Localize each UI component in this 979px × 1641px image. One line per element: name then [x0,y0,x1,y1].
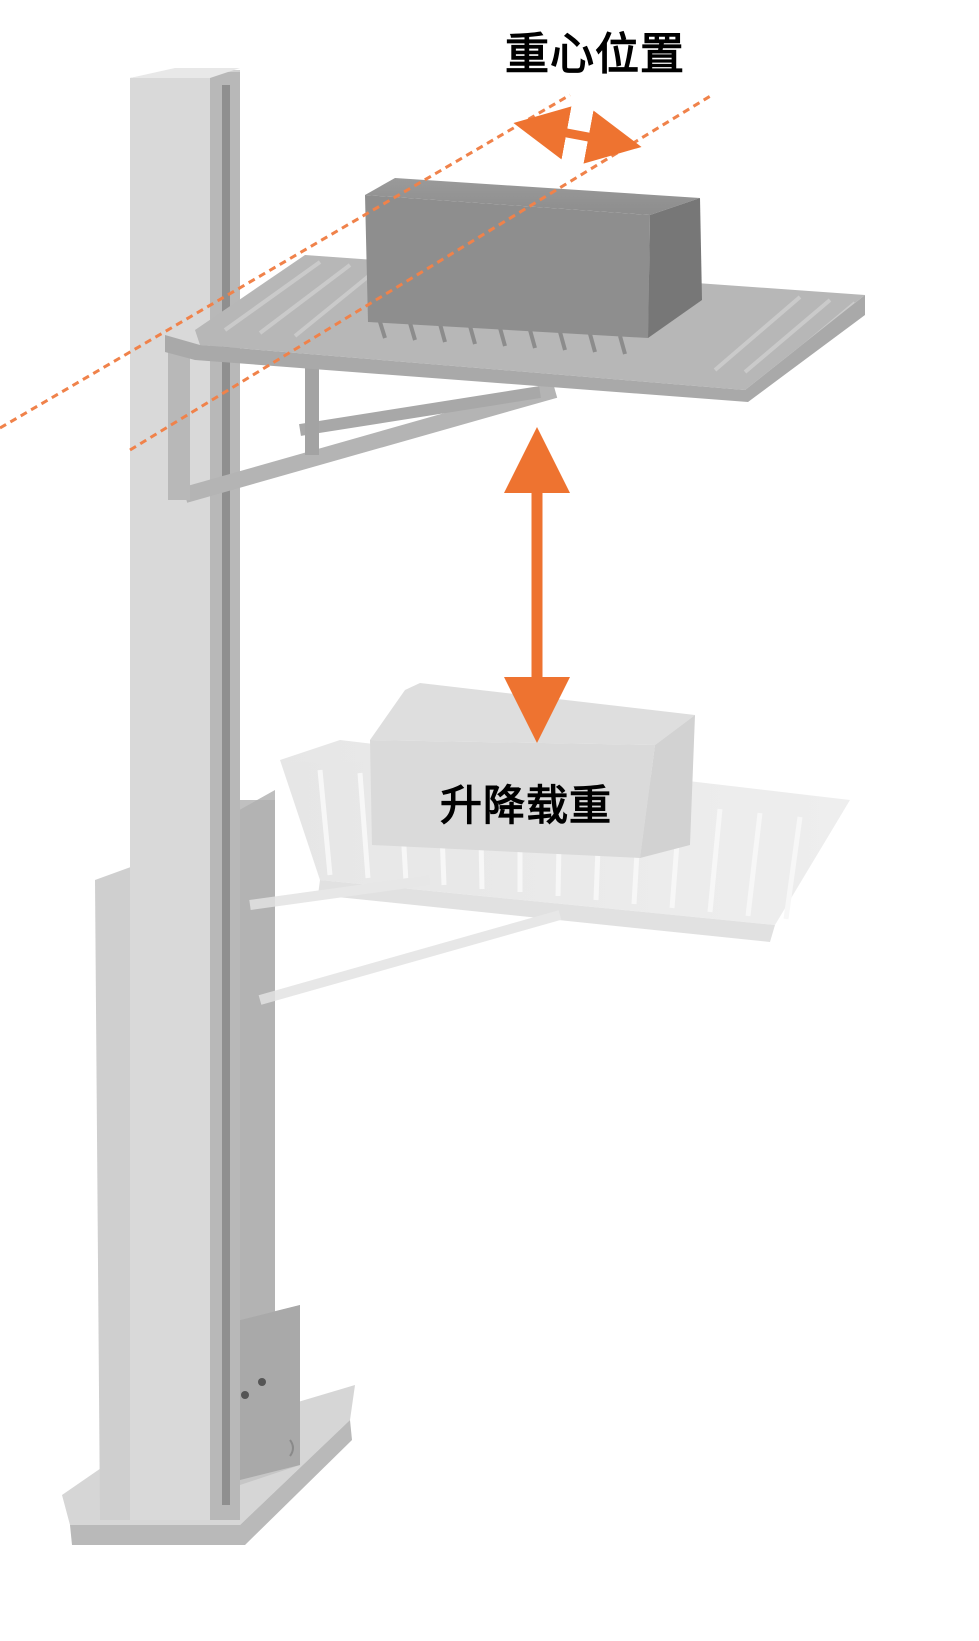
cog-boundary-line-left [0,93,571,430]
vertical-column [130,68,240,1520]
load-box-raised [365,178,702,338]
center-of-gravity-label: 重心位置 [505,29,685,80]
cog-offset-arrow [513,106,642,164]
bolt-icon [241,1391,249,1399]
bolt-icon [258,1378,266,1386]
lift-load-label: 升降载重 [440,781,613,830]
